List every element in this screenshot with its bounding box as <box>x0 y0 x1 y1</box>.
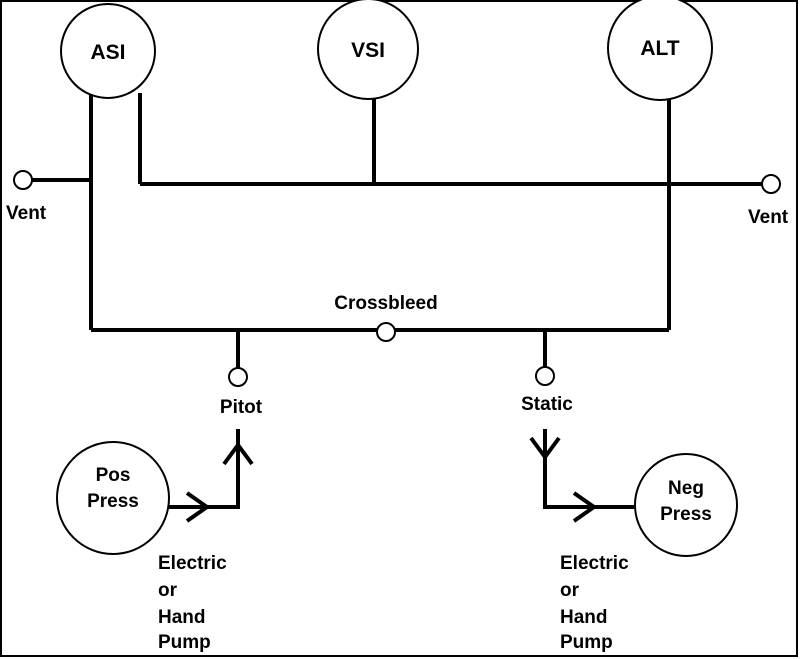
static-port <box>535 366 555 386</box>
pump-right-line-4: Pump <box>560 632 613 653</box>
vent-left-label: Vent <box>6 203 47 224</box>
pitot-port <box>228 367 248 387</box>
asi-label: ASI <box>90 41 125 64</box>
pitot-label: Pitot <box>220 397 263 418</box>
crossbleed-valve <box>376 322 396 342</box>
ports <box>13 170 781 387</box>
pos-press-source: Pos Press <box>56 441 170 555</box>
pos-press-line-2: Press <box>87 491 139 512</box>
vsi-gauge: VSI <box>317 0 419 100</box>
arrow-static-down <box>529 436 561 461</box>
pump-left-line-4: Pump <box>158 632 211 653</box>
pos-press-line-1: Pos <box>96 465 131 486</box>
alt-gauge: ALT <box>607 0 713 101</box>
crossbleed-label: Crossbleed <box>334 293 437 314</box>
pump-caption-right: Electric or Hand Pump <box>560 553 629 653</box>
pos-press-pump-line <box>167 429 240 509</box>
asi-gauge: ASI <box>60 3 156 99</box>
arrow-pitot-up <box>222 441 254 466</box>
static-label: Static <box>521 394 573 415</box>
alt-label: ALT <box>640 37 679 60</box>
neg-press-source: Neg Press <box>634 453 738 557</box>
pump-left-line-1: Electric <box>158 553 227 574</box>
pump-caption-left: Electric or Hand Pump <box>158 553 227 653</box>
vent-left-port <box>13 170 33 190</box>
arrow-pos-horizontal <box>185 491 211 523</box>
pump-left-line-2: or <box>158 580 178 601</box>
neg-press-line-1: Neg <box>668 478 704 499</box>
pump-left-line-3: Hand <box>158 607 206 628</box>
pump-right-line-2: or <box>560 580 580 601</box>
arrow-neg-horizontal <box>572 491 598 523</box>
neg-press-line-2: Press <box>660 504 712 525</box>
pump-right-line-3: Hand <box>560 607 608 628</box>
vent-right-port <box>761 174 781 194</box>
vsi-label: VSI <box>351 39 385 62</box>
flow-arrows <box>185 436 598 523</box>
pump-right-line-1: Electric <box>560 553 629 574</box>
vent-right-label: Vent <box>748 207 789 228</box>
